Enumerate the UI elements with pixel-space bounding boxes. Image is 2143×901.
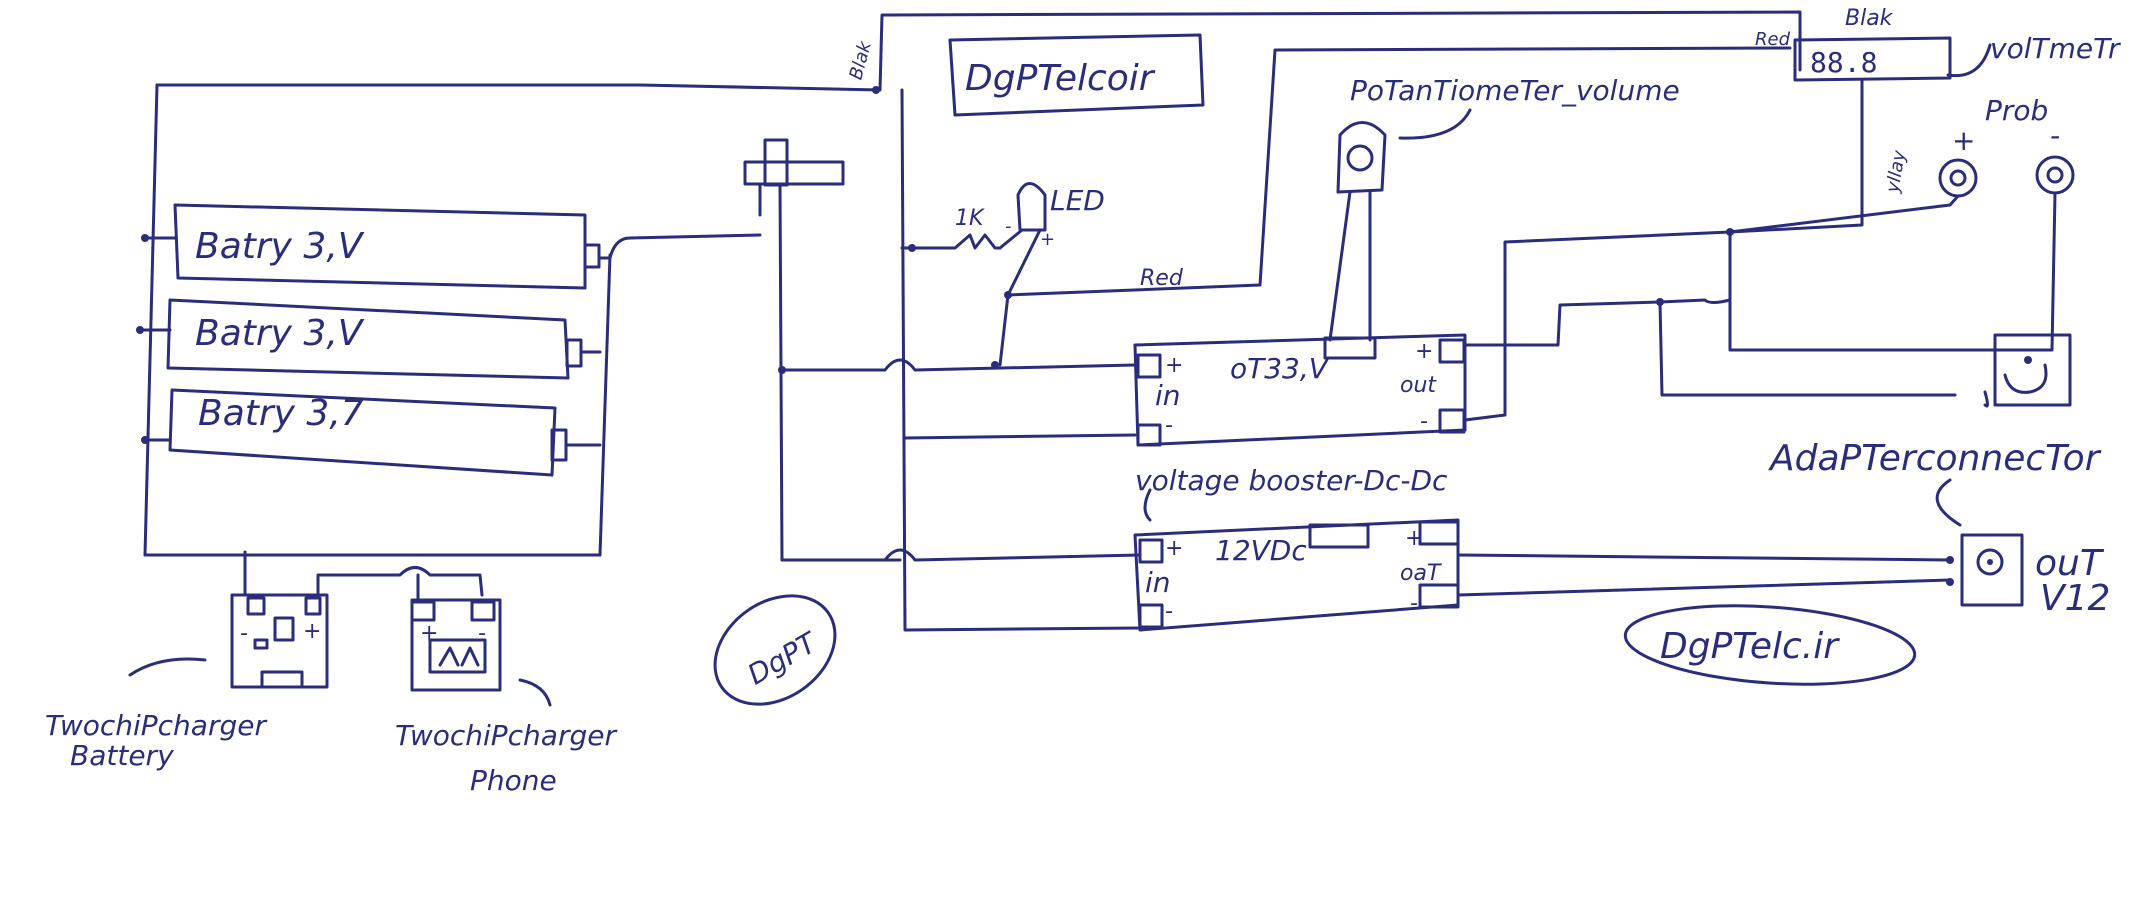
svg-text:-: - <box>478 621 486 646</box>
battery-pack-frame <box>136 83 642 557</box>
arrow-voltmeter <box>1946 43 1992 78</box>
arrow-charger-phone <box>518 678 552 707</box>
battery-1-label: Batry 3,V <box>195 226 365 267</box>
potentiometer <box>1328 121 1387 342</box>
resistor-label: 1K <box>955 206 985 231</box>
booster2-title: 12VDc <box>1215 534 1307 567</box>
wire-in-plus-1 <box>780 358 1137 372</box>
booster-module-12v: 12VDc + in - + oaT - <box>1133 518 1460 632</box>
battery-1: Batry 3,V <box>173 203 601 290</box>
output-jack-12v <box>1456 533 2024 607</box>
charger-battery-label-1: TwochiPcharger <box>45 709 267 742</box>
battery-3-label: Batry 3,7 <box>198 393 364 434</box>
wire-adapter-loop <box>1658 230 1957 397</box>
arrow-booster <box>1143 488 1152 522</box>
svg-text:+: + <box>1415 339 1433 364</box>
svg-text:-: - <box>1165 599 1173 624</box>
svg-text:in: in <box>1155 379 1181 412</box>
out-label-2: V12 <box>2040 578 2110 619</box>
battery-2: Batry 3,V <box>166 298 583 380</box>
adapter-label: AdaPTerconnecTor <box>1768 438 2102 479</box>
black-label-left: Blak <box>846 38 877 82</box>
svg-text:+: + <box>303 619 321 644</box>
out-label-1: ouT <box>2035 543 2105 584</box>
svg-text:-: - <box>1005 216 1012 237</box>
booster-caption: voltage booster-Dc-Dc <box>1135 464 1448 497</box>
wire-red <box>1006 46 1792 297</box>
svg-text:+: + <box>1405 526 1423 551</box>
svg-text:-: - <box>2050 119 2060 152</box>
wire-out-booster1 <box>1463 230 1732 422</box>
battery-2-label: Batry 3,V <box>195 313 365 354</box>
svg-text:DgPTelcoir: DgPTelcoir <box>965 58 1156 99</box>
voltmeter-display: 88.8 <box>1810 46 1877 79</box>
probe-label: Prob <box>1985 94 2048 127</box>
adapter-connector <box>1993 333 2072 407</box>
red-label-top: Red <box>1755 29 1791 50</box>
booster-module-33v: oT33,V + in - + out - <box>1133 333 1467 447</box>
arrow-adapter-bottom <box>1935 478 1962 527</box>
arrow-pot <box>1398 108 1472 140</box>
wire-in-plus-2 <box>780 548 1142 562</box>
probe-plus: + <box>1728 124 1978 234</box>
svg-text:-: - <box>1410 591 1418 616</box>
red-wire-label: Red <box>1140 266 1184 291</box>
watermark-top: DgPTelcoir <box>948 33 1205 117</box>
watermark-left: DgPT <box>713 594 837 706</box>
arrow-adapter-top <box>1983 390 1989 408</box>
charger-phone-label-1: TwochiPcharger <box>395 719 617 752</box>
voltmeter: 88.8 <box>1793 36 1952 82</box>
svg-text:in: in <box>1145 566 1171 599</box>
svg-text:+: + <box>1040 229 1055 250</box>
voltmeter-label: volTmeTr <box>1990 32 2121 65</box>
svg-text:+: + <box>420 621 438 646</box>
led-label: LED <box>1050 184 1105 217</box>
wire-battery-switch <box>597 233 762 260</box>
probe-minus: - <box>1993 119 2075 352</box>
charger-phone-label-2: Phone <box>470 764 557 797</box>
svg-text:+: + <box>1952 124 1975 157</box>
booster1-title: oT33,V <box>1230 352 1330 385</box>
watermark-bottom: DgPTelc.ir <box>1623 604 1917 686</box>
svg-text:out: out <box>1400 373 1437 398</box>
battery-3: Batry 3,7 <box>168 388 568 477</box>
charger-phone-module: + - <box>410 573 502 692</box>
svg-text:-: - <box>240 621 248 646</box>
charger-battery-module: - + <box>230 550 484 689</box>
svg-text:+: + <box>1165 353 1183 378</box>
wire-in-minus-1 <box>903 433 1137 440</box>
charger-battery-label-2: Battery <box>70 739 174 772</box>
yellow-label: yllay <box>1882 149 1910 196</box>
svg-text:DgPTelc.ir: DgPTelc.ir <box>1660 626 1840 667</box>
led: LED - + <box>998 182 1105 367</box>
arrow-charger-battery <box>128 657 207 677</box>
svg-text:oaT: oaT <box>1400 561 1442 586</box>
resistor-1k <box>900 233 1002 250</box>
black-label-top: Blak <box>1845 6 1894 31</box>
svg-text:-: - <box>1420 409 1428 434</box>
wire-yellow <box>1728 78 1864 234</box>
svg-text:+: + <box>1165 536 1183 561</box>
pot-label: PoTanTiomeTer_volume <box>1350 74 1680 107</box>
svg-text:-: - <box>1165 413 1173 438</box>
wire-main-rail <box>900 88 1142 632</box>
wire-adapter-plus <box>1538 300 1997 352</box>
wire-black-top <box>638 10 1802 92</box>
slide-switch <box>743 138 902 562</box>
